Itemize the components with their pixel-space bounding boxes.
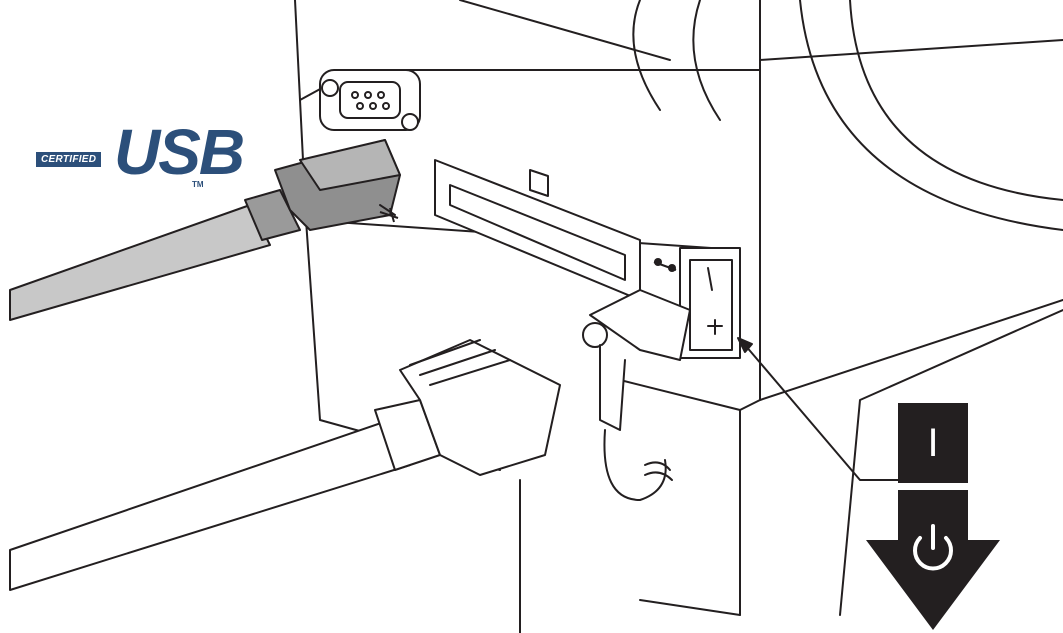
callout-line — [745, 345, 900, 480]
serial-port — [320, 70, 420, 130]
dc-power-cable — [583, 290, 690, 500]
usb-logo-word: USB — [114, 120, 243, 184]
power-supply-plug — [10, 340, 560, 590]
switch-on-label: I — [898, 403, 968, 483]
usb-logo-tm: TM — [192, 180, 204, 189]
usb-logo-certified-text: CERTIFIED — [36, 152, 101, 167]
certified-usb-logo: CERTIFIED USB TM — [36, 124, 248, 192]
parallel-port — [435, 160, 640, 300]
power-plug-icon — [654, 258, 676, 272]
power-off-arrow — [866, 490, 1000, 630]
power-switch — [680, 248, 740, 358]
